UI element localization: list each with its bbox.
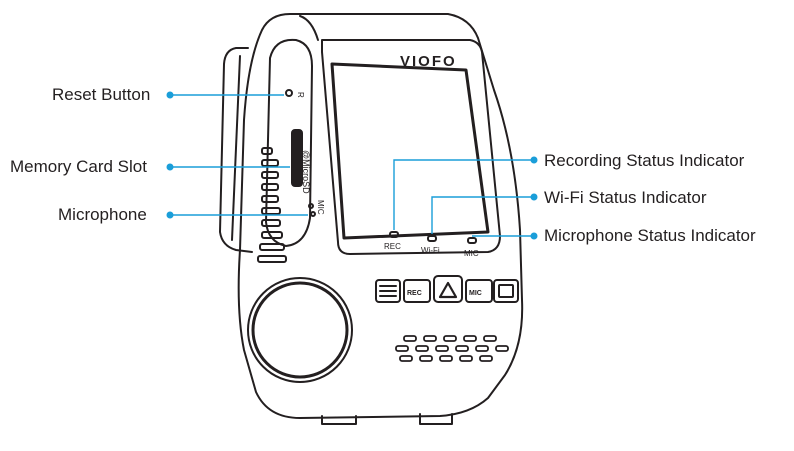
mic-led: [467, 237, 477, 244]
microphone-dot: [166, 211, 174, 219]
mic-hole-2: [310, 211, 316, 217]
recording-dot: [530, 156, 538, 164]
screen-frame: [321, 39, 501, 255]
slot-marking: @MicroSD: [301, 150, 311, 194]
menu-button: [375, 279, 401, 303]
rec-led: [389, 231, 399, 238]
rec-button-label: REC: [407, 290, 422, 297]
warning-icon: [438, 281, 458, 299]
mic-button-label: MIC: [469, 290, 482, 297]
mic-marking: MIC: [316, 200, 325, 215]
memory-dot: [166, 163, 174, 171]
wifi-status-label: Wi-Fi Status Indicator: [544, 188, 707, 207]
memory-card-slot-label: Memory Card Slot: [10, 157, 147, 176]
screen: [330, 62, 490, 240]
rec-button: [403, 279, 431, 303]
round-cover: [247, 277, 353, 383]
wifi-leader: [431, 196, 534, 234]
mic-status-label: Microphone Status Indicator: [544, 226, 756, 245]
camera-body: [237, 13, 524, 419]
recording-leader: [393, 159, 534, 230]
emergency-button: [433, 275, 463, 303]
screen-toggle-button: [493, 279, 519, 303]
microphone-label: Microphone: [58, 205, 147, 224]
reset-marking: R: [296, 92, 305, 98]
mic-hole-1: [308, 203, 314, 209]
rec-indicator-label: REC: [384, 242, 401, 251]
mic-status-dot: [530, 232, 538, 240]
mount-bracket: [219, 47, 253, 253]
reset-button-label: Reset Button: [52, 85, 151, 104]
mic-indicator-label: MIC: [464, 249, 479, 258]
memory-card-slot: [291, 129, 303, 187]
recording-status-label: Recording Status Indicator: [544, 151, 745, 170]
mic-button: [465, 279, 493, 303]
wifi-led: [427, 235, 437, 242]
reset-hole: [285, 89, 293, 97]
reset-dot: [166, 91, 174, 99]
side-panel: [265, 38, 313, 247]
wifi-dot: [530, 193, 538, 201]
brand-logo: VIOFO: [400, 53, 457, 70]
wifi-indicator-label: Wi-Fi: [421, 246, 440, 255]
